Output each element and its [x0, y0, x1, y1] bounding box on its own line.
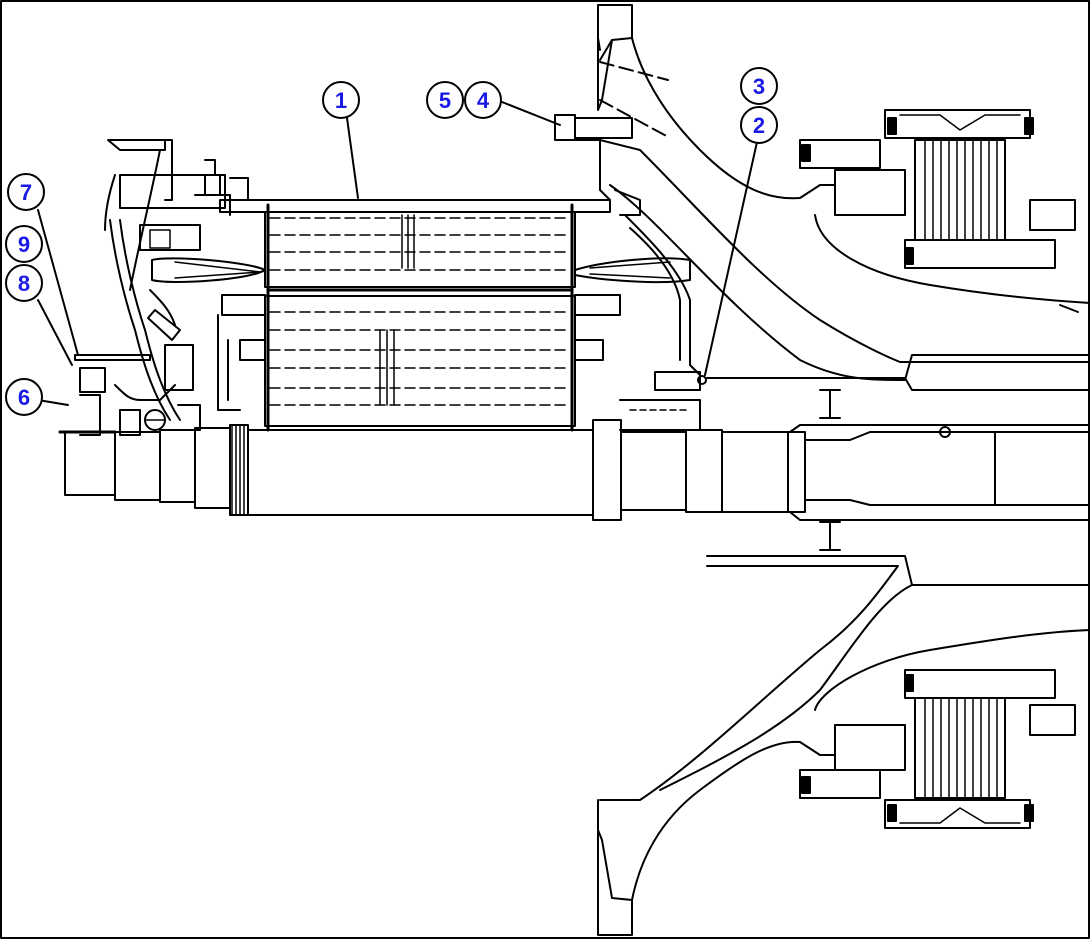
lower-brake-assembly [799, 669, 1076, 829]
callout-5: 5 [426, 81, 464, 119]
callout-6-label: 6 [18, 385, 30, 410]
end-bearing-housing [554, 114, 707, 431]
callout-7-label: 7 [20, 180, 32, 205]
callout-5-label: 5 [439, 88, 451, 113]
upper-brake-assembly [799, 109, 1076, 269]
callout-6: 6 [5, 378, 43, 416]
callout-1-label: 1 [335, 88, 347, 113]
callout-7: 7 [7, 173, 45, 211]
callout-9-label: 9 [18, 232, 30, 257]
callout-3: 3 [740, 67, 778, 105]
callout-2-label: 2 [753, 113, 765, 138]
callout-8-label: 8 [18, 271, 30, 296]
callout-9: 9 [5, 225, 43, 263]
callout-3-label: 3 [753, 74, 765, 99]
callout-2: 2 [740, 106, 778, 144]
callout-8: 8 [5, 264, 43, 302]
callout-bubbles: 1 2 3 4 5 6 7 8 [5, 67, 778, 416]
callout-1: 1 [322, 81, 360, 119]
wheel-housing [597, 4, 1090, 936]
callout-leaders [37, 101, 758, 406]
output-shaft [58, 419, 1090, 521]
callout-4: 4 [464, 81, 502, 119]
callout-4-label: 4 [477, 88, 490, 113]
stator-rotor-assembly [151, 177, 691, 432]
terminal-housing [74, 139, 231, 436]
